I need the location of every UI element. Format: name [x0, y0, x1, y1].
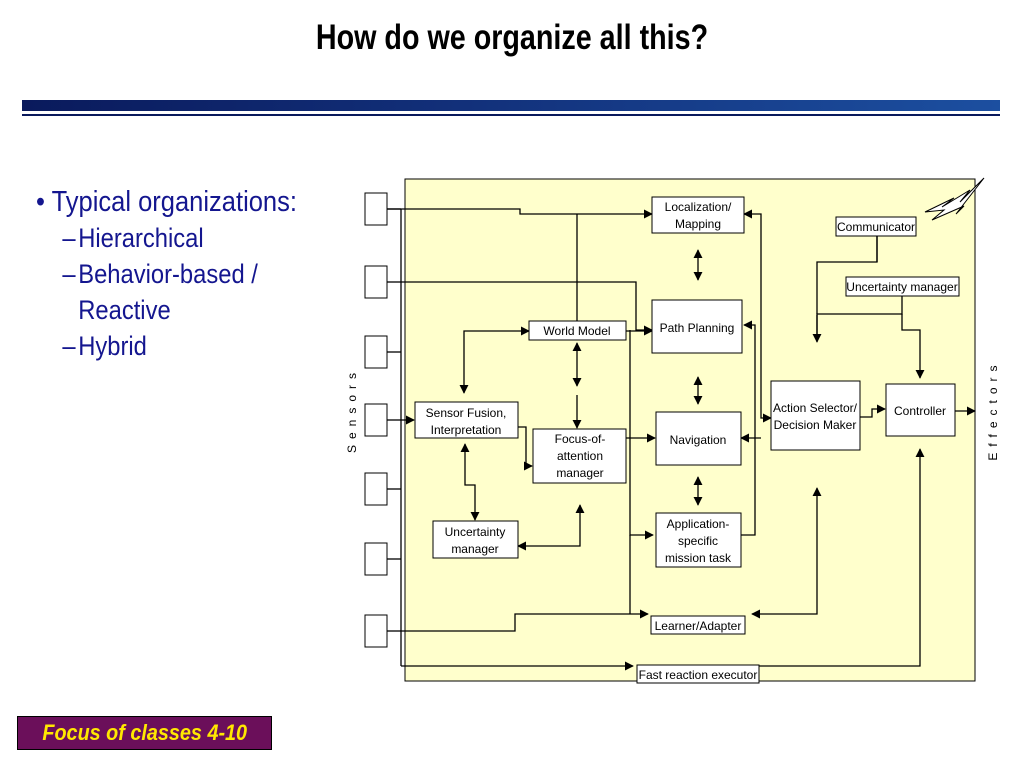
- box-learner-adapter: Learner/Adapter: [650, 615, 746, 635]
- box-fast-reaction-executor: Fast reaction executor: [636, 664, 760, 684]
- sensor-square: [364, 265, 388, 299]
- svg-text:specific: specific: [678, 534, 718, 548]
- box-focus-of-attention: Focus-of- attention manager: [532, 428, 627, 484]
- svg-text:Path Planning: Path Planning: [660, 321, 735, 335]
- title-rule-thin: [22, 114, 1000, 116]
- wireless-lightning-icon: [924, 177, 985, 221]
- box-controller: Controller: [885, 383, 956, 437]
- svg-text:World Model: World Model: [543, 324, 610, 338]
- svg-text:Navigation: Navigation: [670, 433, 727, 447]
- bullet-list: • Typical organizations: –Hierarchical –…: [36, 184, 356, 364]
- bullet-sub: –Hybrid: [62, 331, 147, 361]
- sensors-label: Sensors: [345, 367, 359, 453]
- svg-text:Application-: Application-: [667, 517, 730, 531]
- sensor-square: [364, 472, 388, 506]
- bullet-sub-text: Reactive: [78, 295, 171, 325]
- svg-text:Sensor Fusion,: Sensor Fusion,: [426, 406, 507, 420]
- bullet-sub-continued: Reactive: [36, 292, 318, 328]
- svg-text:manager: manager: [451, 542, 498, 556]
- box-application-mission: Application- specific mission task: [655, 512, 742, 568]
- slide-title: How do we organize all this?: [315, 18, 709, 57]
- box-uncertainty-manager-top: Uncertainty manager: [845, 276, 960, 297]
- box-localization-line1: Localization/: [665, 200, 732, 214]
- box-path-planning: Path Planning: [651, 299, 743, 354]
- svg-text:Focus-of-: Focus-of-: [555, 432, 606, 446]
- bullet-sub-text: Hierarchical: [78, 223, 204, 253]
- svg-text:Fast reaction executor: Fast reaction executor: [639, 668, 758, 682]
- svg-text:Decision Maker: Decision Maker: [774, 418, 857, 432]
- box-uncertainty-manager-left: Uncertainty manager: [432, 520, 519, 559]
- bullet-main: • Typical organizations:: [36, 186, 297, 218]
- box-navigation: Navigation: [655, 411, 742, 466]
- title-rule-thick: [22, 100, 1000, 111]
- sensor-square: [364, 192, 388, 226]
- sensor-square: [364, 403, 388, 437]
- svg-text:Controller: Controller: [894, 404, 946, 418]
- box-localization-mapping: Localization/ Mapping: [651, 196, 745, 234]
- svg-text:mission task: mission task: [665, 551, 732, 565]
- sensor-square: [364, 542, 388, 576]
- svg-text:Learner/Adapter: Learner/Adapter: [655, 619, 742, 633]
- svg-text:Interpretation: Interpretation: [431, 423, 502, 437]
- box-world-model: World Model: [528, 320, 627, 341]
- box-action-selector: Action Selector/ Decision Maker: [770, 380, 861, 451]
- svg-text:Communicator: Communicator: [837, 220, 915, 234]
- svg-text:Uncertainty: Uncertainty: [445, 525, 506, 539]
- box-sensor-fusion: Sensor Fusion, Interpretation: [414, 401, 519, 439]
- svg-text:attention: attention: [557, 449, 603, 463]
- focus-classes-text: Focus of classes 4-10: [42, 720, 247, 745]
- svg-text:manager: manager: [556, 466, 603, 480]
- sensor-square: [364, 614, 388, 648]
- bullet-sub: –Hierarchical: [62, 223, 204, 253]
- box-communicator: Communicator: [835, 216, 917, 237]
- focus-classes-badge: Focus of classes 4-10: [17, 716, 272, 750]
- bullet-sub: –Behavior-based /: [62, 259, 258, 289]
- sensor-square: [364, 335, 388, 369]
- svg-text:Action Selector/: Action Selector/: [773, 401, 858, 415]
- effectors-label: Effectors: [986, 359, 1000, 460]
- svg-text:Uncertainty manager: Uncertainty manager: [846, 280, 957, 294]
- bullet-sub-text: Hybrid: [78, 331, 147, 361]
- sensor-bus: [387, 208, 402, 666]
- bullet-sub-text: Behavior-based /: [78, 259, 258, 289]
- bullet-main-text: Typical organizations:: [51, 186, 297, 218]
- box-localization-line2: Mapping: [675, 217, 721, 231]
